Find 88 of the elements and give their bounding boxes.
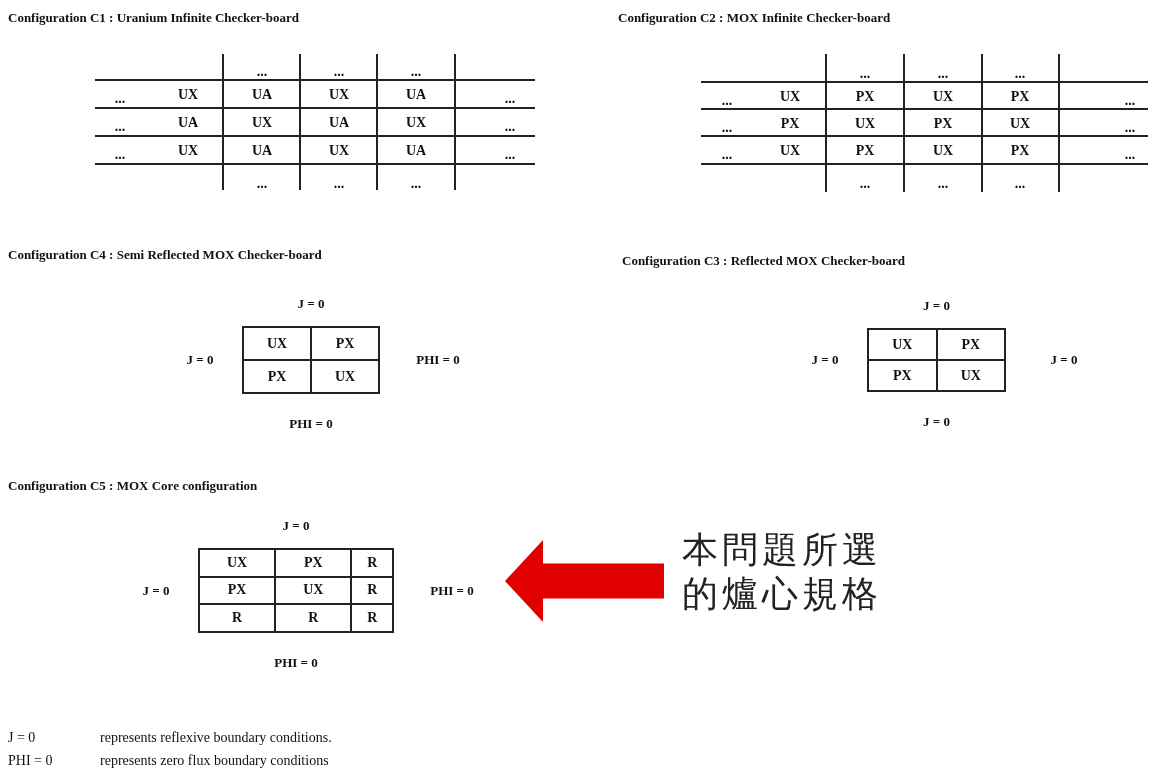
grid-entry: PX <box>933 115 953 132</box>
section-heading: Configuration C2 : MOX Infinite Checker-board <box>618 10 891 26</box>
grid-entry: ... <box>1014 176 1026 192</box>
grid-entry: ... <box>256 176 268 192</box>
grid-entry: UX <box>779 88 801 105</box>
grid-entry: ... <box>721 119 733 136</box>
grid-entry: ... <box>410 64 422 80</box>
lattice-cell: UX <box>243 327 311 360</box>
section-heading: Configuration C5 : MOX Core configuration <box>8 478 258 494</box>
lattice-cell: R <box>275 604 352 632</box>
annotation-text: 本問題所選的爐心規格 <box>681 528 883 616</box>
grid-entry: UX <box>405 115 427 131</box>
lattice-cell: R <box>351 549 393 577</box>
boundary-label: J = 0 <box>811 352 839 368</box>
grid-entry: UX <box>177 143 199 159</box>
definition-text: PHI = 0 <box>8 753 53 769</box>
grid-entry: PX <box>780 115 800 132</box>
boundary-label: J = 0 <box>142 582 170 599</box>
definition-text: J = 0 <box>8 730 36 746</box>
grid-entry: UA <box>405 143 427 159</box>
grid-entry: UX <box>251 115 273 131</box>
grid-entry: ... <box>256 64 268 80</box>
grid-entry: ... <box>410 176 422 192</box>
grid-entry: ... <box>937 66 949 82</box>
grid-entry: UA <box>251 143 273 159</box>
section-heading: Configuration C1 : Uranium Infinite Checker-board <box>8 10 299 26</box>
lattice-cell: R <box>199 604 276 632</box>
section-heading: Configuration C3 : Reflected MOX Checker-board <box>622 253 905 269</box>
lattice-cell: UX <box>311 360 379 393</box>
grid-entry: PX <box>1010 88 1030 105</box>
grid-entry: ... <box>1124 147 1136 163</box>
grid-entry: ... <box>114 147 126 163</box>
grid-entry: UA <box>177 115 199 131</box>
lattice-cell: PX <box>275 549 352 577</box>
grid-entry: ... <box>333 176 345 192</box>
definition-text: represents reflexive boundary conditions. <box>100 730 332 746</box>
grid-entry: UX <box>328 87 350 103</box>
grid-entry: ... <box>114 119 126 135</box>
boundary-label: PHI = 0 <box>416 352 460 368</box>
grid-entry: ... <box>1124 119 1136 136</box>
boundary-label: J = 0 <box>923 298 950 314</box>
grid-entry: UX <box>328 143 350 159</box>
boundary-label: J = 0 <box>923 414 950 430</box>
lattice-cell: UX <box>275 576 352 605</box>
grid-entry: UX <box>1009 115 1031 132</box>
lattice-cell: R <box>351 576 393 605</box>
grid-entry: PX <box>855 143 875 159</box>
grid-entry: PX <box>1010 143 1030 159</box>
lattice-cell: PX <box>311 327 379 360</box>
grid-entry: UX <box>779 143 801 159</box>
boundary-label: PHI = 0 <box>430 582 474 599</box>
grid-entry: UX <box>177 87 199 103</box>
lattice-cell: R <box>351 604 393 632</box>
boundary-label: J = 0 <box>186 352 214 368</box>
grid-entry: ... <box>1124 92 1136 109</box>
grid-entry: ... <box>1014 66 1026 82</box>
lattice-cell: PX <box>868 360 937 391</box>
grid-entry: UA <box>251 87 273 103</box>
lattice-cell: UX <box>936 360 1005 391</box>
grid-entry: ... <box>114 91 126 107</box>
grid-entry: ... <box>937 176 949 192</box>
boundary-label: J = 0 <box>1050 352 1078 368</box>
grid-entry: ... <box>504 119 516 135</box>
block-arrow <box>505 540 664 622</box>
grid-entry: UA <box>328 115 350 131</box>
grid-entry: ... <box>721 92 733 109</box>
grid-entry: ... <box>859 176 871 192</box>
boundary-label: PHI = 0 <box>289 416 333 432</box>
grid-entry: UX <box>932 88 954 105</box>
grid-entry: UX <box>854 115 876 132</box>
grid-entry: UX <box>932 143 954 159</box>
grid-entry: UA <box>405 87 427 103</box>
lattice-cell: UX <box>199 549 276 577</box>
grid-entry: PX <box>855 88 875 105</box>
grid-entry: ... <box>333 64 345 80</box>
section-heading: Configuration C4 : Semi Reflected MOX Checker-board <box>8 247 322 263</box>
grid-entry: ... <box>504 91 516 107</box>
lattice-cell: UX <box>868 329 937 360</box>
grid-entry: ... <box>859 66 871 82</box>
boundary-label: PHI = 0 <box>274 655 318 671</box>
grid-entry: ... <box>721 147 733 163</box>
definition-text: represents zero flux boundary conditions <box>100 753 329 769</box>
grid-entry: ... <box>504 147 516 163</box>
lattice-cell: PX <box>936 329 1005 360</box>
boundary-label: J = 0 <box>297 296 325 312</box>
lattice-cell: PX <box>243 360 311 393</box>
lattice-cell: PX <box>199 576 276 605</box>
boundary-label: J = 0 <box>282 518 310 534</box>
